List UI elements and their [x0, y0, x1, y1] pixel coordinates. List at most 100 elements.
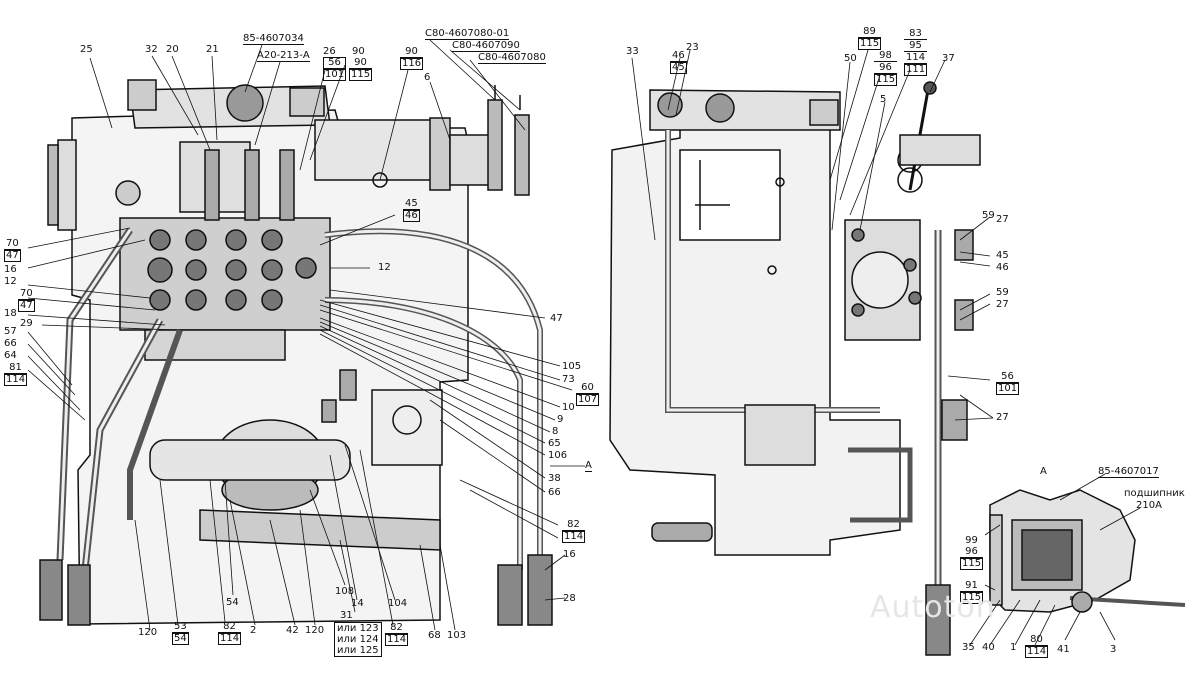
callout-label: 5 — [880, 94, 887, 105]
callout-label: 66 — [548, 487, 561, 498]
callout-label: 41 — [1057, 644, 1070, 655]
callout-label: 40 — [982, 642, 995, 653]
callout-label: 20 — [166, 44, 179, 55]
part-code-label: С80-4607080-01 — [425, 28, 510, 40]
part-code-label: С80-4607080 — [478, 52, 546, 64]
callout-label: 27 — [996, 299, 1009, 310]
callout-label: 64 — [4, 350, 17, 361]
callout-label: 120 — [305, 625, 325, 636]
callout-label: 27 — [996, 214, 1009, 225]
callout-label: 14 — [351, 598, 364, 609]
callout-label: 2 — [250, 625, 257, 636]
callout-label: 8 — [552, 426, 559, 437]
bearing-label: подшипник — [1124, 488, 1185, 499]
callout-label: 6 — [424, 72, 431, 83]
callout-label: 3 — [1110, 644, 1117, 655]
callout-label: 54 — [226, 597, 239, 608]
callout-label: 35 — [962, 642, 975, 653]
callout-label: 12 — [4, 276, 17, 287]
callout-label: 26 — [323, 46, 336, 57]
part-code-label: А20-213-А — [257, 50, 310, 62]
callout-label: 38 — [548, 473, 561, 484]
bearing-code: 210А — [1136, 500, 1162, 511]
left-assembly-view — [27, 39, 585, 631]
callout-label: 16 — [4, 264, 17, 275]
callout-label: 33 — [626, 46, 639, 57]
callout-label: 65 — [548, 438, 561, 449]
callout-label: 37 — [942, 53, 955, 64]
callout-label: 68 — [428, 630, 441, 641]
detail-a-view — [969, 473, 1186, 646]
callout-label: 47 — [550, 313, 563, 324]
callout-label: 50 — [844, 53, 857, 64]
callout-label: 25 — [80, 44, 93, 55]
callout-label: 90 — [352, 46, 365, 57]
right-assembly-view — [609, 49, 994, 656]
callout-label: 18 — [4, 308, 17, 319]
callout-label: 120 — [138, 627, 158, 638]
callout-label: 29 — [20, 318, 33, 329]
detail-code: 85-4607017 — [1098, 466, 1159, 478]
callout-label: 27 — [996, 412, 1009, 423]
callout-label: 103 — [447, 630, 467, 641]
callout-label: 21 — [206, 44, 219, 55]
watermark: Autoton — [870, 590, 996, 625]
view-marker-a: A — [585, 460, 592, 472]
callout-label: 46 — [996, 262, 1009, 273]
callout-label: 45 — [996, 250, 1009, 261]
detail-title: А — [1040, 466, 1047, 477]
callout-label: 31 — [340, 610, 353, 621]
callout-label: 16 — [563, 549, 576, 560]
callout-label: 59 — [982, 210, 995, 221]
callout-label: 32 — [145, 44, 158, 55]
callout-label: 10 — [562, 402, 575, 413]
part-code-label: С80-4607090 — [452, 40, 520, 52]
part-code-label: 85-4607034 — [243, 33, 304, 45]
callout-label: 108 — [335, 586, 355, 597]
callout-label: 42 — [286, 625, 299, 636]
callout-label: 73 — [562, 374, 575, 385]
callout-label: 12 — [378, 262, 391, 273]
callout-label: 104 — [388, 598, 408, 609]
callout-label: 66 — [4, 338, 17, 349]
callout-label: 28 — [563, 593, 576, 604]
